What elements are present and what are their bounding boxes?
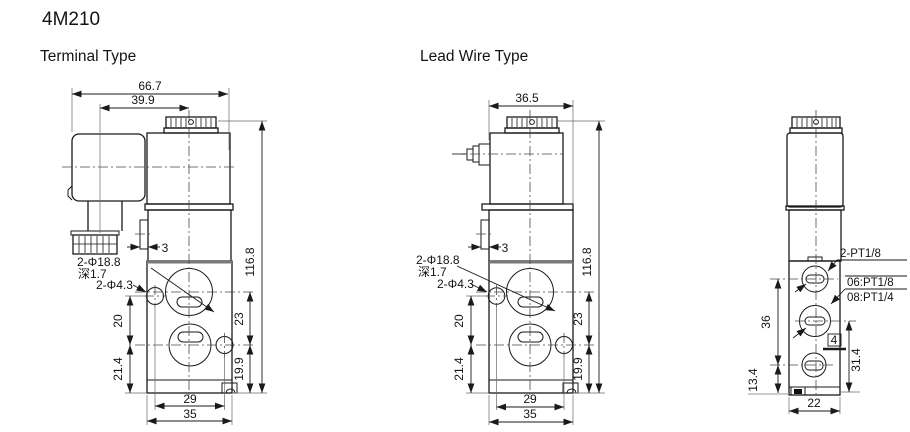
lead-wire-drawing: 36.5 3 2-Φ18.8 深1.7 2-Φ4.3 20 21.4 23 19… — [416, 91, 605, 426]
dim-bottom-port: 19.9 — [232, 357, 246, 381]
port-dia-leader — [150, 267, 215, 313]
lead-wire-type-title: Lead Wire Type — [420, 48, 528, 65]
port-face — [146, 260, 233, 394]
side-labels: 2-PT1/8 06:PT1/8 08:PT1/4 36 13.4 31.4 4… — [746, 248, 894, 410]
cap-knurling — [511, 118, 553, 127]
coil-body — [786, 132, 844, 208]
side-tab — [480, 219, 490, 250]
lead-centerlines — [452, 110, 594, 399]
dim-height: 116.8 — [580, 247, 594, 276]
upper-body — [147, 209, 232, 262]
cap-brim — [163, 127, 219, 134]
dim-body-width-top: 36.5 — [515, 91, 539, 105]
terminal-labels: 66.7 39.9 3 2-Φ18.8 深1.7 2-Φ4.3 20 21.4 … — [77, 79, 257, 421]
orifice-box — [827, 333, 842, 347]
port-slot-bottom — [517, 331, 544, 343]
dim-hole-to-port: 20 — [452, 314, 466, 328]
label-top-ports: 2-PT1/8 — [840, 248, 881, 260]
dim-hole-to-port: 20 — [111, 314, 125, 328]
exhaust-leader — [830, 288, 846, 305]
side-view-drawing: 2-PT1/8 06:PT1/8 08:PT1/4 36 13.4 31.4 4… — [746, 110, 907, 415]
dim-orifice: 4 — [831, 333, 838, 347]
port-slot-bottom — [177, 331, 204, 343]
label-port-depth: 深1.7 — [78, 267, 107, 281]
label-exhaust-08: 08:PT1/4 — [847, 292, 894, 304]
upper-body — [788, 209, 842, 262]
coil-body — [489, 132, 564, 205]
mount-dia-leader — [470, 283, 488, 293]
dim-port-spacing: 23 — [571, 312, 585, 326]
dim-bottom-offset: 13.4 — [746, 368, 760, 392]
dim-port-spacing: 23 — [232, 312, 246, 326]
dim-mid-to-bottom: 31.4 — [849, 348, 863, 372]
connector-step — [67, 185, 73, 201]
terminal-drawing: 66.7 39.9 3 2-Φ18.8 深1.7 2-Φ4.3 20 21.4 … — [62, 79, 267, 425]
connector-neck — [87, 201, 123, 231]
gland-knurling — [73, 236, 117, 253]
terminal-dimension-lines — [72, 90, 266, 425]
flow-arrow-middle — [792, 327, 807, 339]
model-number: 4M210 — [42, 9, 100, 30]
corner-notch-arc — [225, 388, 236, 394]
corner-notch-arc — [566, 388, 577, 394]
port-face — [788, 260, 841, 396]
dim-side-tab: 3 — [162, 241, 169, 255]
mount-dia-leader — [132, 284, 147, 293]
port-slot-top — [176, 296, 203, 308]
body-flange — [481, 203, 574, 211]
din-connector — [71, 133, 146, 202]
top-ports-leader — [827, 259, 838, 272]
corner-notch — [221, 382, 238, 394]
dim-height: 116.8 — [243, 247, 257, 276]
bottom-detail — [790, 386, 806, 396]
cable-gland — [72, 234, 118, 255]
coil-cap — [506, 116, 558, 129]
dim-port-span: 36 — [759, 315, 773, 329]
lead-labels: 36.5 3 2-Φ18.8 深1.7 2-Φ4.3 20 21.4 23 19… — [416, 91, 594, 421]
wire-boss — [478, 143, 491, 166]
cap-knurling — [796, 118, 837, 127]
corner-notch — [562, 382, 579, 394]
label-port-depth: 深1.7 — [418, 265, 447, 279]
dim-body-width: 35 — [183, 407, 197, 421]
wire-ferrule — [466, 148, 474, 161]
cap-screw — [529, 119, 535, 125]
side-valve-outline — [785, 116, 845, 396]
dim-overall-width: 66.7 — [138, 79, 162, 93]
coil-body — [146, 132, 231, 205]
dim-hole-spacing: 29 — [183, 392, 197, 406]
cap-brim — [504, 127, 560, 134]
headers: 4M210 Terminal Type Lead Wire Type — [40, 9, 528, 65]
lead-dimension-lines — [456, 102, 603, 426]
side-tab — [139, 219, 149, 250]
label-mount-dia: 2-Φ4.3 — [437, 277, 474, 291]
top-boss — [807, 256, 823, 262]
coil-cap — [165, 116, 217, 129]
side-slot-bottom — [804, 360, 824, 371]
dim-port-to-bottom: 21.4 — [452, 357, 466, 381]
port-dia-leader — [456, 265, 556, 312]
dim-depth: 22 — [807, 396, 821, 410]
cap-screw — [188, 119, 194, 125]
dim-coil-center: 39.9 — [131, 93, 155, 107]
port-face — [488, 260, 574, 394]
side-dimension-lines — [774, 259, 907, 415]
flow-arrow-top — [794, 283, 807, 293]
dim-bottom-port: 19.9 — [571, 357, 585, 381]
port-slot-top — [517, 296, 544, 308]
dim-hole-spacing: 29 — [523, 392, 537, 406]
label-mount-dia: 2-Φ4.3 — [96, 278, 133, 292]
cap-knurling — [170, 118, 212, 127]
dim-body-width: 35 — [523, 407, 537, 421]
label-port-dia: 2-Φ18.8 — [77, 255, 121, 269]
terminal-type-title: Terminal Type — [40, 48, 136, 65]
terminal-valve-outline — [67, 116, 238, 394]
label-port-dia: 2-Φ18.8 — [416, 253, 460, 267]
dim-side-tab: 3 — [502, 241, 509, 255]
label-exhaust-06: 06:PT1/8 — [847, 277, 894, 289]
dim-port-to-bottom: 21.4 — [111, 357, 125, 381]
bottom-detail-fill — [794, 389, 802, 394]
